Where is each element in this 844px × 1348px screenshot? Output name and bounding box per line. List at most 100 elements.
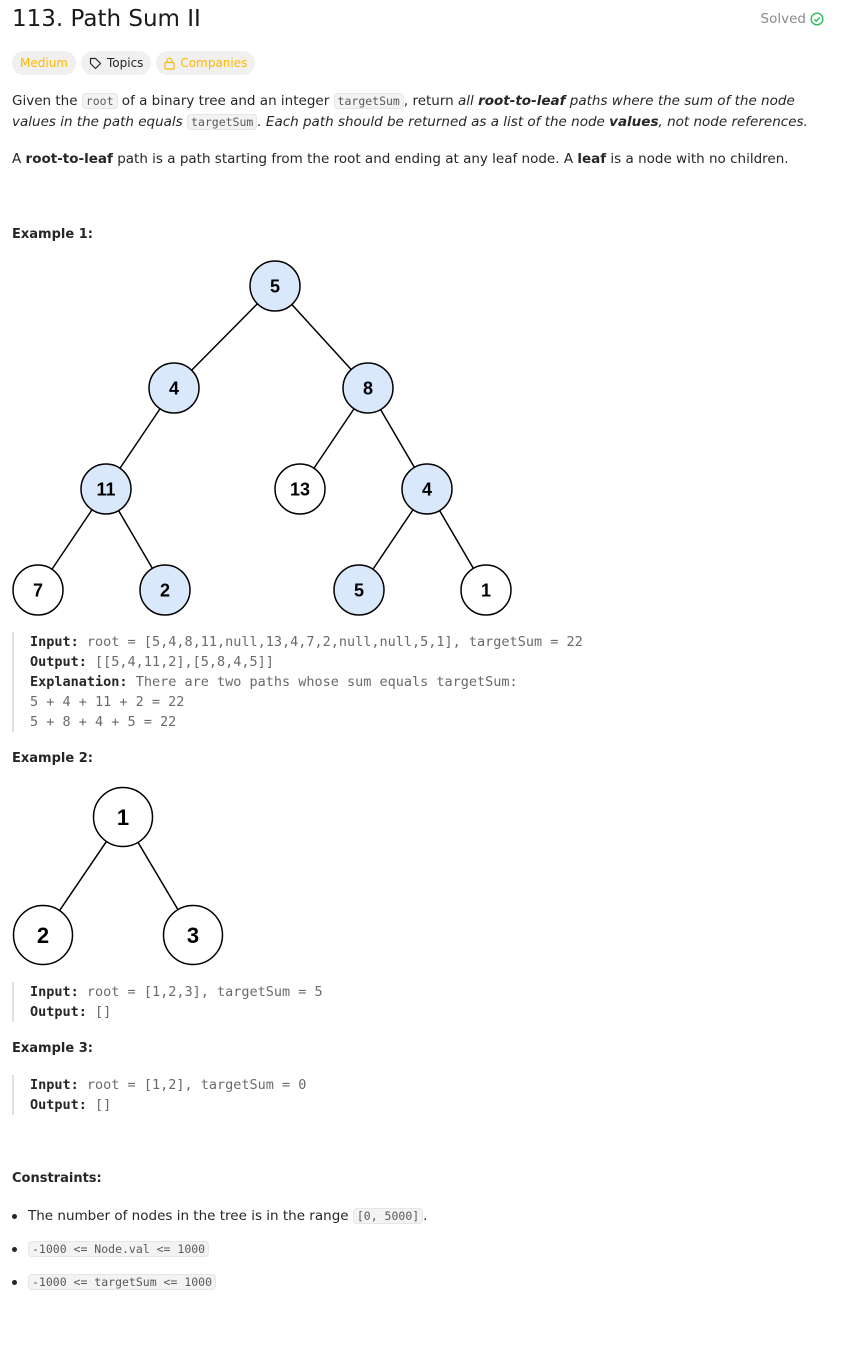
constraint-item: -1000 <= Node.val <= 1000 <box>12 1239 812 1272</box>
tree-node <box>12 564 64 616</box>
difficulty-badge: Medium <box>12 51 76 75</box>
example-3-code: Input: root = [1,2], targetSum = 0 Outpu… <box>12 1075 306 1115</box>
text: . Each path should be returned as a list… <box>257 114 610 130</box>
label: Output: <box>30 1097 87 1113</box>
description-paragraph-2: A root-to-leaf path is a path starting f… <box>12 149 822 170</box>
tree-node-value: 1 <box>481 580 491 600</box>
text: The number of nodes in the tree is in th… <box>28 1208 353 1224</box>
tree-node <box>274 463 326 515</box>
constraints-heading: Constraints: <box>12 1171 102 1186</box>
bold-text: root-to-leaf <box>478 93 566 109</box>
example-2-heading: Example 2: <box>12 751 93 766</box>
description-paragraph-1: Given the root of a binary tree and an i… <box>12 91 822 133</box>
value: [] <box>95 1004 112 1020</box>
example-3-heading: Example 3: <box>12 1041 93 1056</box>
tree-edge <box>372 509 414 570</box>
text: all <box>458 93 479 109</box>
text: A <box>12 151 26 167</box>
tree-node-value: 4 <box>422 479 432 499</box>
value: [[5,4,11,2],[5,8,4,5]] <box>95 654 274 670</box>
inline-code: targetSum <box>333 93 404 109</box>
inline-code: targetSum <box>187 114 258 130</box>
difficulty-label: Medium <box>20 56 68 70</box>
text: is a node with no children. <box>606 151 789 167</box>
text: Given the <box>12 93 82 109</box>
tree-node-value: 1 <box>117 805 129 830</box>
label: Output: <box>30 654 87 670</box>
tree-node-value: 13 <box>290 479 310 499</box>
text: , return <box>403 93 459 109</box>
label: Output: <box>30 1004 87 1020</box>
constraint-item: The number of nodes in the tree is in th… <box>12 1206 812 1239</box>
companies-button[interactable]: Companies <box>156 51 256 75</box>
value: 5 + 8 + 4 + 5 = 22 <box>30 714 177 730</box>
tree-edge <box>117 510 154 569</box>
label: Input: <box>30 1077 79 1093</box>
tree-edge <box>137 841 179 911</box>
bold-text: leaf <box>577 151 607 167</box>
tree-node <box>80 463 132 515</box>
value: [] <box>95 1097 112 1113</box>
tree-node-value: 3 <box>187 923 199 948</box>
tree-node-value: 4 <box>169 378 179 398</box>
check-circle-icon <box>810 12 824 26</box>
tree-edge <box>191 303 258 371</box>
tree-edge <box>58 840 108 912</box>
solved-status: Solved <box>761 11 824 27</box>
tree-node <box>401 463 453 515</box>
topics-button[interactable]: Topics <box>80 51 152 75</box>
example-2-code: Input: root = [1,2,3], targetSum = 5 Out… <box>12 982 323 1022</box>
topics-label: Topics <box>106 56 144 70</box>
text: . <box>423 1208 428 1224</box>
value: root = [1,2], targetSum = 0 <box>86 1077 307 1093</box>
tree-node <box>249 260 301 312</box>
tree-edge <box>313 408 355 469</box>
tree-node <box>92 786 154 848</box>
inline-code: [0, 5000] <box>352 1208 424 1224</box>
tree-edge <box>379 409 416 468</box>
tree-node <box>139 564 191 616</box>
tree-edge <box>438 510 475 569</box>
tree-node <box>342 362 394 414</box>
value: There are two paths whose sum equals tar… <box>135 674 518 690</box>
tree-node-value: 11 <box>96 479 115 499</box>
example-2-tree-diagram: 1 2 3 <box>12 786 224 966</box>
tree-node <box>460 564 512 616</box>
inline-code: root <box>81 93 118 109</box>
bold-text: values <box>609 114 659 130</box>
value: root = [1,2,3], targetSum = 5 <box>86 984 323 1000</box>
tag-row: Medium Topics Companies <box>12 51 256 75</box>
label: Input: <box>30 634 79 650</box>
tree-node-value: 5 <box>270 276 280 296</box>
tree-node-value: 2 <box>160 580 170 600</box>
lock-icon <box>164 57 176 70</box>
text: paths where the sum of the node values i… <box>12 93 795 130</box>
label: Explanation: <box>30 674 128 690</box>
tree-node-value: 7 <box>33 580 43 600</box>
inline-code: -1000 <= targetSum <= 1000 <box>28 1274 217 1290</box>
tree-node <box>148 362 200 414</box>
tree-node <box>162 904 224 966</box>
text: path is a path starting from the root an… <box>112 151 578 167</box>
inline-code: -1000 <= Node.val <= 1000 <box>28 1241 210 1257</box>
example-1-heading: Example 1: <box>12 227 93 242</box>
bold-text: root-to-leaf <box>25 151 113 167</box>
constraints-list: The number of nodes in the tree is in th… <box>12 1206 812 1305</box>
example-1-code: Input: root = [5,4,8,11,null,13,4,7,2,nu… <box>12 632 583 732</box>
tag-icon <box>89 57 102 69</box>
problem-title: 113. Path Sum II <box>12 6 201 32</box>
companies-label: Companies <box>180 56 248 70</box>
constraint-item: -1000 <= targetSum <= 1000 <box>12 1272 812 1305</box>
solved-label: Solved <box>760 11 806 27</box>
label: Input: <box>30 984 79 1000</box>
tree-node-value: 2 <box>37 923 49 948</box>
text: of a binary tree and an integer <box>117 93 334 109</box>
text: , not node references. <box>658 114 808 130</box>
tree-node-value: 8 <box>363 378 373 398</box>
value: root = [5,4,8,11,null,13,4,7,2,null,null… <box>86 634 583 650</box>
tree-node <box>12 904 74 966</box>
tree-edge <box>291 303 352 371</box>
tree-node <box>333 564 385 616</box>
value: 5 + 4 + 11 + 2 = 22 <box>30 694 185 710</box>
